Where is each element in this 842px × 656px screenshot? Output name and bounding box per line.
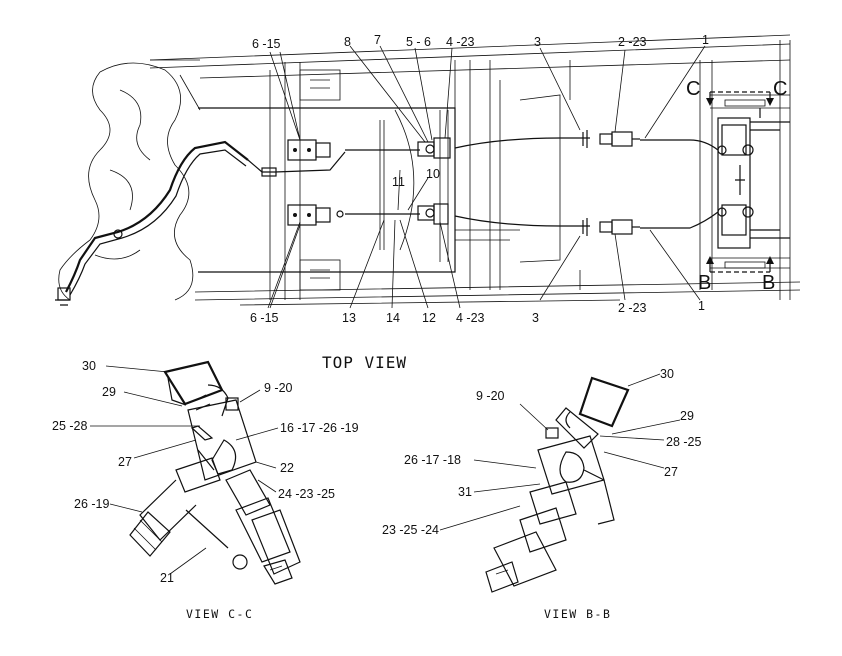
callout-c-16-17-26-19: 16 -17 -26 -19 xyxy=(280,421,359,435)
callout-4-23-top: 4 -23 xyxy=(446,35,475,49)
callout-2-23-top: 2 -23 xyxy=(618,35,647,49)
callout-1-top: 1 xyxy=(702,33,709,47)
callout-8: 8 xyxy=(344,35,351,49)
section-lines xyxy=(706,91,774,273)
callout-3-top: 3 xyxy=(534,35,541,49)
callout-b-31: 31 xyxy=(458,485,472,499)
callout-b-30: 30 xyxy=(660,367,674,381)
section-mark-c-right: C xyxy=(773,78,787,100)
callout-c-9-20: 9 -20 xyxy=(264,381,293,395)
section-marks: C C B B xyxy=(686,78,787,294)
top-view-drawing xyxy=(55,34,801,309)
callout-1-bottom: 1 xyxy=(698,299,705,313)
callout-c-30: 30 xyxy=(82,359,96,373)
callout-b-23-25-24: 23 -25 -24 xyxy=(382,523,439,537)
axle-assembly xyxy=(710,94,790,269)
view-c-drawing xyxy=(90,360,301,585)
callout-2-23-bottom: 2 -23 xyxy=(618,301,647,315)
callout-c-27: 27 xyxy=(118,455,132,469)
callout-4-23-bottom: 4 -23 xyxy=(456,311,485,325)
view-c-callouts: 30 29 9 -20 25 -28 16 -17 -26 -19 27 22 … xyxy=(52,359,359,585)
left-structure xyxy=(55,59,249,306)
callout-10: 10 xyxy=(426,167,440,181)
callout-7: 7 xyxy=(374,33,381,47)
section-mark-c-left: C xyxy=(686,78,700,100)
valve-6-upper xyxy=(287,139,317,161)
callout-b-29: 29 xyxy=(680,409,694,423)
callout-b-27: 27 xyxy=(664,465,678,479)
callout-c-26-19: 26 -19 xyxy=(74,497,109,511)
callout-c-25-28: 25 -28 xyxy=(52,419,87,433)
callout-11: 11 xyxy=(392,175,405,189)
upper-brake-line xyxy=(247,130,719,177)
valve-6-lower xyxy=(287,204,317,226)
callout-b-28-25: 28 -25 xyxy=(666,435,701,449)
callout-b-9-20: 9 -20 xyxy=(476,389,505,403)
callout-c-29: 29 xyxy=(102,385,116,399)
callout-6-15-top: 6 -15 xyxy=(252,37,281,51)
callout-12: 12 xyxy=(422,311,436,325)
view-b-caption: VIEW B-B xyxy=(544,607,611,621)
top-leaders xyxy=(267,45,706,309)
view-b-callouts: 9 -20 30 29 28 -25 26 -17 -18 27 31 23 -… xyxy=(382,367,701,537)
lower-brake-line xyxy=(287,203,719,236)
view-b-drawing xyxy=(439,373,681,593)
callout-c-22: 22 xyxy=(280,461,294,475)
top-view-title: TOP VIEW xyxy=(322,353,407,372)
callout-3-bottom: 3 xyxy=(532,311,539,325)
callout-c-24-23-25: 24 -23 -25 xyxy=(278,487,335,501)
view-c-caption: VIEW C-C xyxy=(186,607,253,621)
callout-13: 13 xyxy=(342,311,356,325)
top-callouts: 6 -15 8 7 5 - 6 4 -23 3 2 -23 1 11 10 6 … xyxy=(250,33,709,325)
callout-c-21: 21 xyxy=(160,571,174,585)
section-mark-b-left: B xyxy=(698,272,711,294)
callout-14: 14 xyxy=(386,311,400,325)
callout-6-15-bottom: 6 -15 xyxy=(250,311,279,325)
machine-frame xyxy=(149,34,801,306)
callout-b-26-17-18: 26 -17 -18 xyxy=(404,453,461,467)
section-mark-b-right: B xyxy=(762,272,775,294)
callout-5-6: 5 - 6 xyxy=(406,35,431,49)
